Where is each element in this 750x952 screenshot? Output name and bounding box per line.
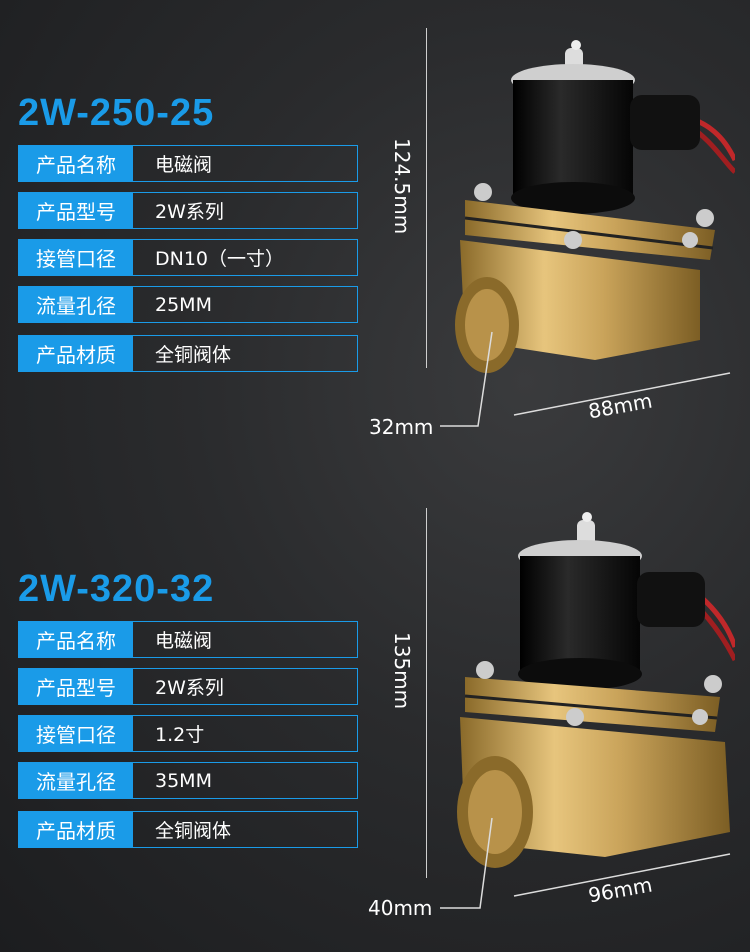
spec-value: 1.2寸 bbox=[155, 724, 205, 746]
port-leader-line bbox=[440, 331, 493, 427]
spec-label: 流量孔径 bbox=[19, 287, 133, 322]
spec-label: 产品材质 bbox=[19, 812, 133, 847]
spec-row-flow-bore: 流量孔径 25MM bbox=[18, 286, 358, 323]
spec-row-material: 产品材质 全铜阀体 bbox=[18, 811, 358, 848]
spec-row-flow-bore: 流量孔径 35MM bbox=[18, 762, 358, 799]
port-dimension-label: 40mm bbox=[368, 896, 433, 920]
spec-row-name: 产品名称 电磁阀 bbox=[18, 621, 358, 658]
length-dimension-line bbox=[513, 853, 731, 897]
spec-row-model: 产品型号 2W系列 bbox=[18, 668, 358, 705]
spec-value: 全铜阀体 bbox=[155, 344, 232, 366]
solenoid-valve-image bbox=[455, 40, 735, 373]
model-title: 2W-320-32 bbox=[18, 568, 215, 610]
spec-row-name: 产品名称 电磁阀 bbox=[18, 145, 358, 182]
spec-row-material: 产品材质 全铜阀体 bbox=[18, 335, 358, 372]
solenoid-valve-image bbox=[457, 512, 735, 868]
spec-label: 接管口径 bbox=[19, 240, 133, 275]
height-dimension-label: 124.5mm bbox=[390, 138, 414, 235]
spec-value: 全铜阀体 bbox=[155, 820, 232, 842]
spec-row-port-size: 接管口径 1.2寸 bbox=[18, 715, 358, 752]
spec-label: 产品名称 bbox=[19, 146, 133, 181]
spec-label: 产品型号 bbox=[19, 193, 133, 228]
spec-row-model: 产品型号 2W系列 bbox=[18, 192, 358, 229]
spec-row-port-size: 接管口径 DN10（一寸） bbox=[18, 239, 358, 276]
spec-value: 电磁阀 bbox=[155, 630, 213, 652]
length-dimension-line bbox=[513, 372, 731, 416]
port-dimension-label: 32mm bbox=[369, 415, 434, 439]
spec-value: 2W系列 bbox=[155, 677, 224, 699]
spec-value: 电磁阀 bbox=[155, 154, 213, 176]
spec-label: 接管口径 bbox=[19, 716, 133, 751]
product-section-1: 2W-250-25 产品名称 电磁阀 产品型号 2W系列 接管口径 DN10（一… bbox=[18, 28, 735, 439]
spec-value: 25MM bbox=[155, 293, 212, 316]
spec-label: 流量孔径 bbox=[19, 763, 133, 798]
spec-value: 35MM bbox=[155, 769, 212, 792]
port-leader-line bbox=[440, 817, 493, 909]
spec-value: 2W系列 bbox=[155, 201, 224, 223]
product-section-2: 2W-320-32 产品名称 电磁阀 产品型号 2W系列 接管口径 1.2寸 流… bbox=[0, 476, 750, 952]
height-dimension-line bbox=[426, 28, 427, 368]
spec-label: 产品型号 bbox=[19, 669, 133, 704]
height-dimension-line bbox=[426, 508, 427, 878]
height-dimension-label: 135mm bbox=[390, 632, 414, 710]
spec-value: DN10（一寸） bbox=[155, 248, 285, 270]
spec-label: 产品材质 bbox=[19, 336, 133, 371]
spec-label: 产品名称 bbox=[19, 622, 133, 657]
model-title: 2W-250-25 bbox=[18, 92, 215, 134]
